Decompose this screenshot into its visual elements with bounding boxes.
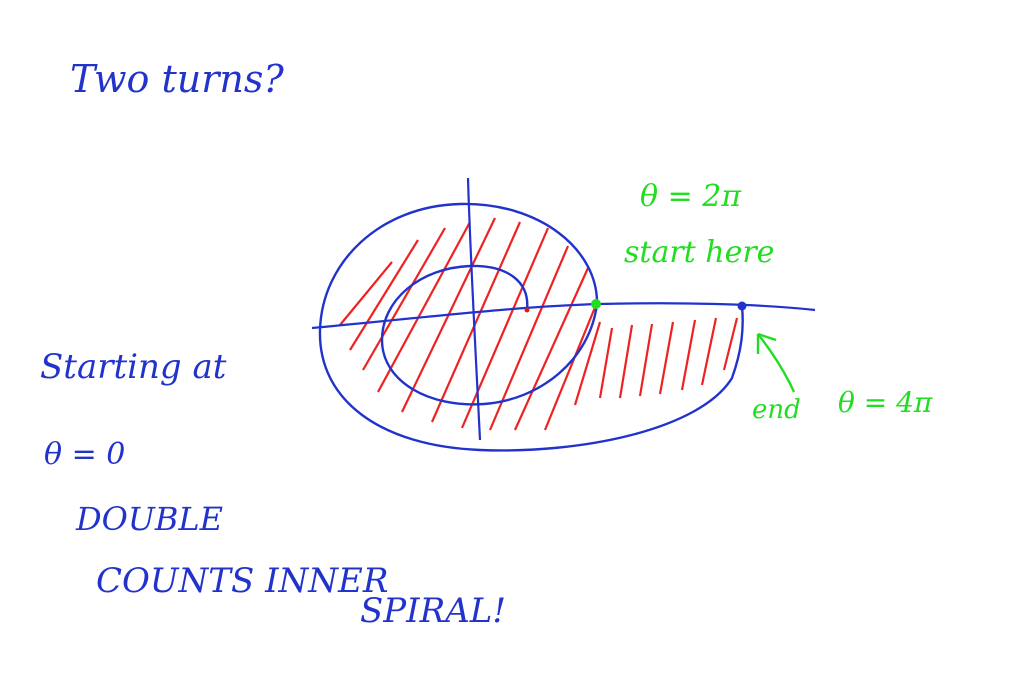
hatch-line bbox=[362, 227, 446, 371]
hatch-line bbox=[658, 321, 675, 395]
hatch-line bbox=[722, 317, 739, 371]
end-arrow-icon bbox=[756, 332, 796, 393]
hatch-line bbox=[680, 319, 697, 391]
hatch-line bbox=[598, 327, 614, 399]
hatch-line bbox=[543, 299, 600, 431]
end-point-marker bbox=[737, 301, 747, 311]
hatch-line bbox=[638, 323, 654, 397]
hatch-line bbox=[488, 245, 570, 431]
hatch-line bbox=[460, 227, 550, 429]
end-label: end bbox=[752, 395, 801, 425]
counts-inner-note: COUNTS INNER bbox=[96, 561, 388, 601]
theta-two-pi-label: θ = 2π bbox=[640, 179, 742, 214]
title-note: Two turns? bbox=[70, 57, 284, 101]
hatch-line bbox=[573, 321, 602, 406]
start-here-label: start here bbox=[624, 235, 774, 270]
inner-spiral-loop bbox=[380, 264, 599, 406]
hatch-line bbox=[430, 221, 522, 423]
inner-start-marker bbox=[524, 307, 530, 313]
outer-spiral-loop bbox=[318, 202, 744, 452]
hatch-line bbox=[618, 324, 634, 399]
starting-at-note: Starting at bbox=[40, 347, 227, 387]
hatch-line bbox=[377, 221, 471, 393]
spiral-note: SPIRAL! bbox=[360, 591, 506, 631]
hatch-line bbox=[700, 317, 718, 386]
theta-four-pi-label: θ = 4π bbox=[838, 386, 933, 419]
start-point-marker bbox=[591, 299, 601, 309]
hatch-line bbox=[349, 239, 419, 351]
double-note: DOUBLE bbox=[75, 500, 223, 538]
hatch-line bbox=[513, 267, 590, 431]
hatch-line bbox=[339, 261, 393, 326]
vertical-axis bbox=[466, 177, 482, 441]
theta-zero-note: θ = 0 bbox=[44, 437, 125, 472]
